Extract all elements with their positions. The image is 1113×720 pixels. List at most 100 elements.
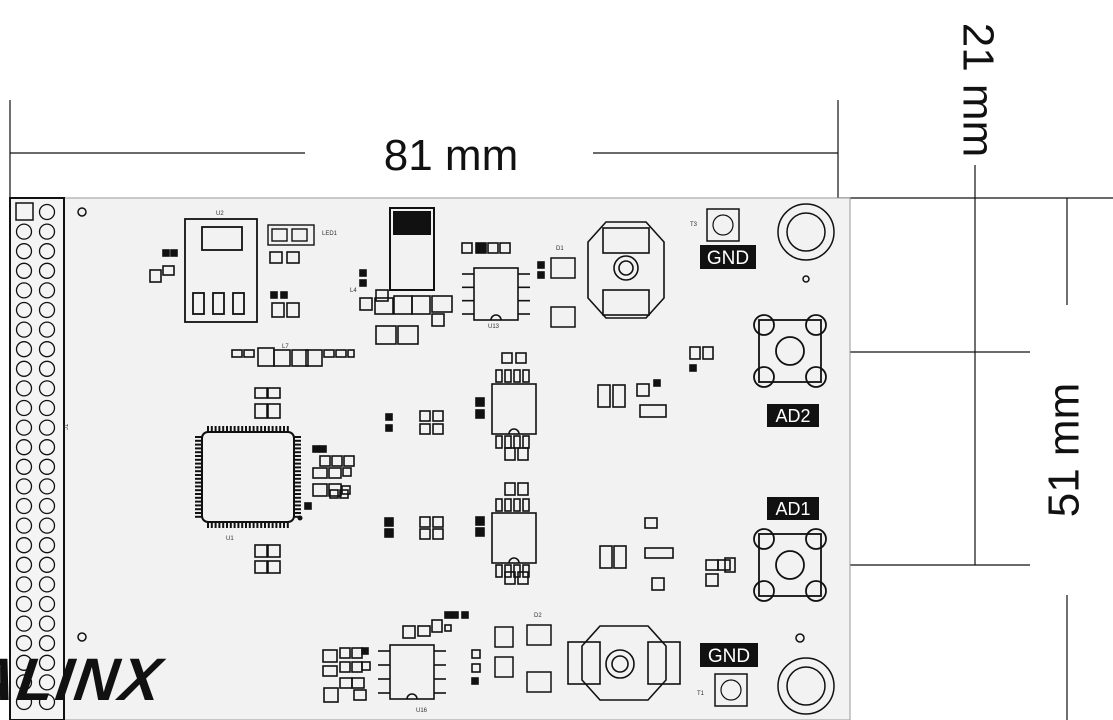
smd-pad bbox=[359, 297, 373, 311]
led1 bbox=[267, 224, 315, 246]
ref-d2: D2 bbox=[534, 613, 542, 619]
header-pin bbox=[38, 282, 56, 299]
smd-pad bbox=[653, 379, 661, 387]
soic-chip bbox=[462, 267, 530, 321]
smd-pad bbox=[305, 349, 323, 367]
diode-d1 bbox=[550, 257, 576, 328]
smd-pad bbox=[612, 384, 626, 408]
pcb-board bbox=[9, 197, 851, 720]
smd-pad bbox=[644, 547, 674, 559]
smd-pad bbox=[319, 445, 327, 453]
header-pin bbox=[15, 615, 33, 632]
smd-pad bbox=[724, 557, 736, 573]
ad2-label: AD2 bbox=[775, 406, 810, 426]
ref-t3: T3 bbox=[690, 222, 698, 228]
smd-pad bbox=[517, 482, 529, 496]
header-pin bbox=[38, 419, 56, 436]
header-pin bbox=[38, 203, 56, 221]
header-pin bbox=[38, 674, 56, 691]
smd-pad bbox=[432, 410, 444, 422]
header-pin bbox=[38, 517, 56, 534]
header-pin bbox=[38, 262, 56, 279]
smd-pad bbox=[254, 544, 268, 558]
ad2-badge bbox=[767, 404, 819, 427]
smd-pad bbox=[432, 528, 444, 540]
smd-pad bbox=[599, 545, 613, 569]
header-pin bbox=[38, 360, 56, 377]
header-pin bbox=[15, 537, 33, 554]
smd-pad bbox=[304, 502, 312, 510]
soic-chip bbox=[491, 369, 537, 449]
ref-u1: U1 bbox=[226, 536, 234, 542]
header-pin bbox=[15, 654, 33, 671]
smd-pad bbox=[537, 271, 545, 279]
header-pin bbox=[15, 497, 33, 515]
gnd-top-label: GND bbox=[707, 248, 749, 269]
header-pin bbox=[15, 282, 33, 299]
smd-pad bbox=[335, 349, 347, 358]
ref-t1: T1 bbox=[697, 691, 705, 697]
smd-pad bbox=[475, 397, 485, 407]
smd-pad bbox=[286, 302, 300, 318]
smd-pad bbox=[431, 295, 453, 313]
smd-pad bbox=[254, 403, 268, 419]
header-pin bbox=[38, 458, 56, 475]
header-pin bbox=[38, 615, 56, 632]
smd-pad bbox=[385, 424, 393, 432]
header-pin bbox=[15, 419, 33, 436]
pin-header bbox=[9, 197, 65, 720]
smd-pad bbox=[361, 661, 371, 671]
smd-pad bbox=[322, 665, 338, 677]
smd-pad bbox=[353, 689, 367, 701]
smd-pad bbox=[267, 403, 281, 419]
smd-pad bbox=[471, 677, 479, 685]
smd-pad bbox=[375, 289, 389, 302]
header-pin bbox=[38, 478, 56, 495]
gnd-bottom-badge bbox=[700, 643, 758, 667]
header-pin bbox=[15, 439, 33, 456]
smd-pad bbox=[475, 516, 485, 526]
smd-pad bbox=[499, 242, 511, 254]
testpoint-t3 bbox=[706, 208, 740, 242]
smd-pad bbox=[702, 346, 714, 360]
ref-d1: D1 bbox=[556, 246, 564, 252]
header-pin bbox=[15, 595, 33, 613]
smd-pad bbox=[419, 528, 431, 540]
smd-pad bbox=[689, 346, 701, 360]
smd-pad bbox=[431, 313, 445, 327]
smd-pad bbox=[243, 349, 255, 358]
smd-pad bbox=[419, 423, 431, 435]
mounting-holes bbox=[77, 203, 835, 715]
mcu-u1 bbox=[195, 426, 303, 528]
smd-pad bbox=[149, 269, 162, 283]
smd-pad bbox=[231, 349, 243, 358]
smd-pad bbox=[402, 625, 416, 639]
smd-pad bbox=[331, 455, 343, 467]
spacing-dimension-label: 51 mm bbox=[1040, 383, 1089, 517]
smd-pad bbox=[162, 265, 175, 276]
header-pin bbox=[15, 517, 33, 534]
smd-pad bbox=[475, 242, 487, 254]
height-dimension-label: 21 mm bbox=[953, 23, 1002, 157]
smd-pad bbox=[323, 687, 339, 703]
smd-pad bbox=[323, 349, 335, 358]
header-pin bbox=[38, 537, 56, 554]
smd-pad bbox=[269, 251, 283, 264]
ref-led1: LED1 bbox=[322, 231, 338, 237]
regulator-u2 bbox=[184, 218, 258, 323]
smd-pad bbox=[361, 647, 369, 655]
smd-pad bbox=[451, 611, 459, 619]
smd-pad bbox=[515, 352, 527, 364]
smd-pad bbox=[170, 249, 178, 257]
smd-pad bbox=[471, 663, 481, 673]
smd-pad bbox=[613, 545, 627, 569]
inductor-round-top bbox=[587, 221, 665, 319]
smd-pad bbox=[267, 560, 281, 574]
connector-ad2 bbox=[753, 314, 827, 388]
header-pin bbox=[15, 341, 33, 358]
smd-pad bbox=[431, 619, 443, 633]
smd-pad bbox=[254, 387, 268, 399]
ref-l4: L4 bbox=[350, 288, 357, 294]
smd-pad bbox=[636, 383, 650, 397]
header-pin bbox=[15, 223, 33, 240]
